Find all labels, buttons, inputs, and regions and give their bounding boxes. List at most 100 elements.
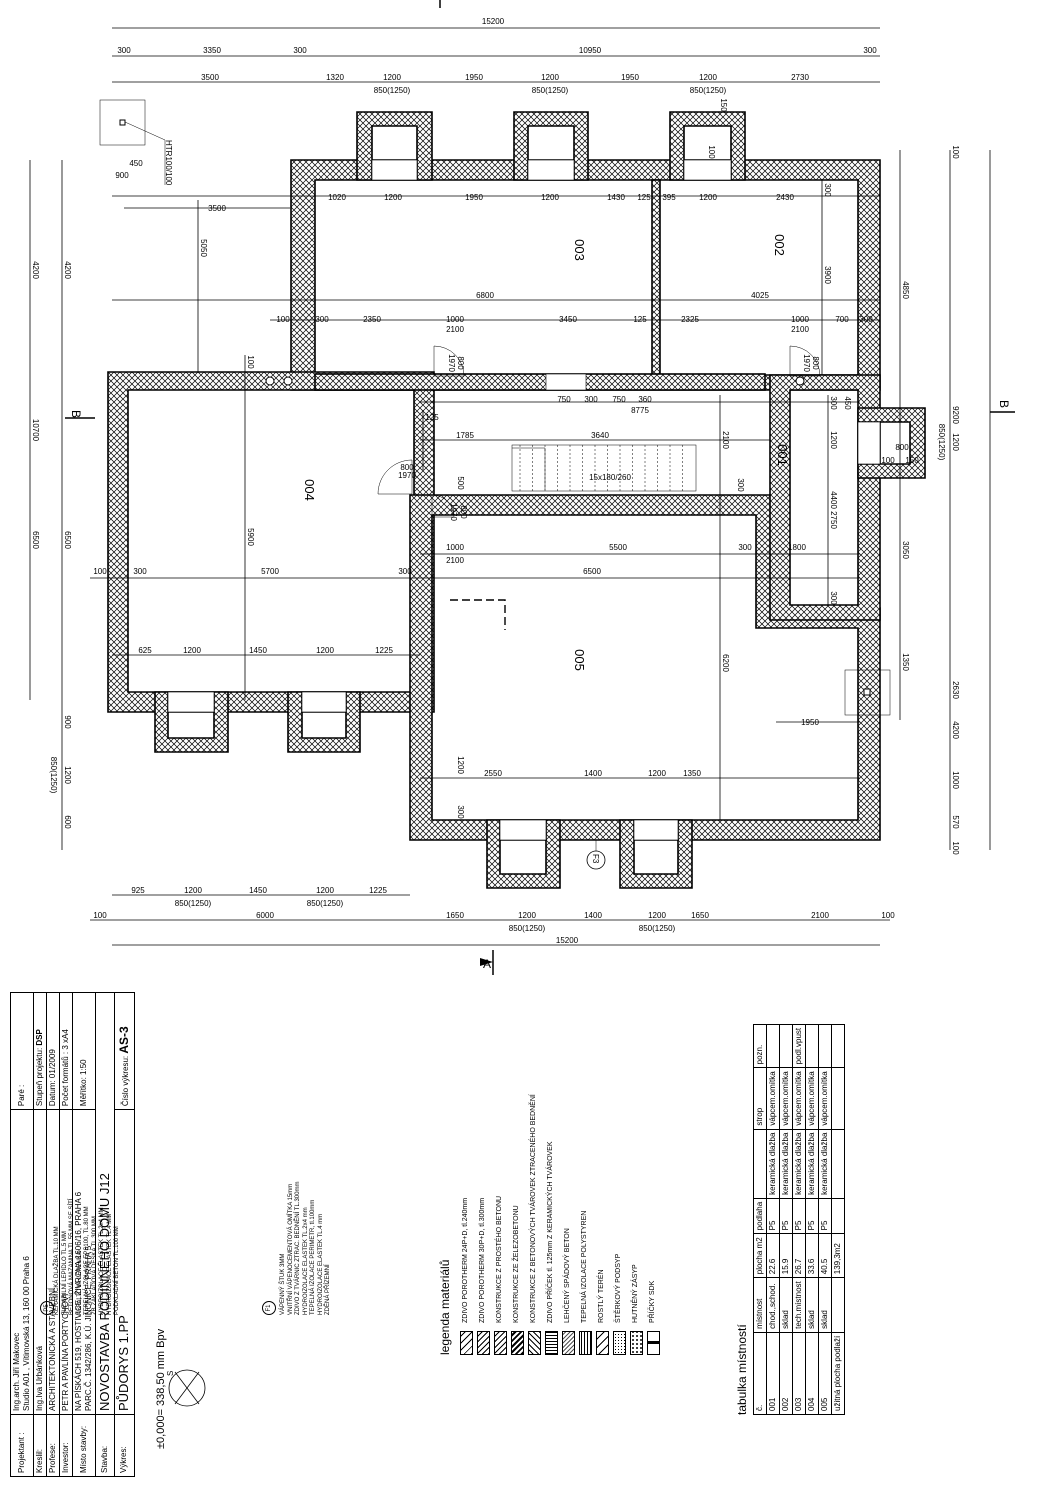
- north-arrow: S: [165, 1366, 209, 1410]
- dim-left-6500: 6500: [31, 531, 40, 549]
- dim-bottom2-win-0: 850(1250): [509, 924, 546, 933]
- dim-r004-0: 625: [138, 646, 152, 655]
- legend-item: ZDIVO PŘÍČEK tl. 125mm Z KERAMICKÝCH TVÁ…: [544, 1094, 558, 1355]
- dim-300-v1: 300: [823, 183, 832, 197]
- legend-swatch: [561, 1331, 575, 1355]
- dim-bottom1-4: 1225: [369, 886, 387, 895]
- dim-300-v5: 300: [456, 805, 465, 819]
- dim-bottom2-3: 1200: [518, 911, 536, 920]
- legend-swatch: [476, 1331, 490, 1355]
- dim-150-r: 150: [905, 456, 919, 465]
- section-b-right: B: [997, 400, 1011, 408]
- table-cell: 004: [805, 1332, 819, 1415]
- dim-stair-2: 750: [612, 395, 626, 404]
- room-labels: 003 002 004 001 005: [302, 234, 790, 671]
- dim-2630: 2630: [951, 681, 960, 699]
- dim-2100-b: 2100: [791, 325, 809, 334]
- dim-bottom1-win-1: 850(1250): [307, 899, 344, 908]
- dim-1000-r: 1000: [951, 771, 960, 789]
- dim-1200-r: 1200: [951, 433, 960, 451]
- misto-label: Místo stavby:: [72, 1414, 96, 1477]
- lightwell-left-2: [287, 691, 361, 753]
- dim-1200-v: 1200: [829, 431, 838, 449]
- dim-300-v4: 300: [736, 478, 745, 492]
- dim-2100-c: 2100: [446, 556, 464, 565]
- dim-window-r: 850(1250): [937, 424, 946, 461]
- dim-5500: 5500: [609, 543, 627, 552]
- table-cell: 33.6: [805, 1233, 819, 1278]
- legend-item: ROSTLÝ TERÉN: [595, 1094, 609, 1355]
- dim-row3-1: 300: [315, 315, 329, 324]
- wall-003-bottom: [314, 373, 766, 391]
- dim-300-a: 300: [133, 567, 147, 576]
- table-cell: [753, 1129, 767, 1199]
- investor-value: PETR A PAVLÍNA PORTYCHOVI: [59, 1109, 73, 1415]
- vykres-label: Výkres:: [114, 1414, 134, 1477]
- dim-2100-v: 2100: [721, 431, 730, 449]
- table-cell: místnost: [753, 1277, 767, 1333]
- dim-stair-0: 750: [557, 395, 571, 404]
- table-cell: 139,3m2: [831, 1233, 845, 1278]
- f1-line: HYDROIZOLACE ELASTEK TL.4 mm: [317, 1213, 324, 1315]
- dim-r003-7: 1200: [699, 193, 717, 202]
- table-cell: 26.7: [792, 1233, 806, 1278]
- dim-stair-3: 360: [638, 395, 652, 404]
- kreslil-value: Ing.Iva Urbánková: [33, 1109, 47, 1415]
- legend-swatch: [578, 1331, 592, 1355]
- dim-bottom-total: 15200: [556, 936, 579, 945]
- table-cell: vápcem.omítka: [792, 1067, 806, 1130]
- door-1970-d: 1970: [398, 471, 416, 480]
- table-cell: podl.vpust: [792, 1024, 806, 1068]
- projektant-name: Ing.arch. Jiří Makovec: [12, 1332, 21, 1411]
- legend-item: TEPELNÁ IZOLACE POLYSTYREN: [578, 1094, 592, 1355]
- misto-value: NA PÍSKÁCH 519, HOSTIVICE; ŽIVROVA 1606/…: [74, 1191, 83, 1411]
- table-cell: plocha m2: [753, 1233, 767, 1278]
- dim-1785: 1785: [456, 431, 474, 440]
- legend-label: KONSTRUKCE Z PROSTÉHO BETONU: [495, 1195, 503, 1323]
- table-cell: keramická dlažba: [766, 1129, 780, 1199]
- dim-r003-0: 1020: [328, 193, 346, 202]
- profese-label: Profese:: [46, 1414, 60, 1477]
- dim-bottom2-8: 100: [881, 911, 895, 920]
- table-cell: [831, 1198, 845, 1234]
- room-004-label: 004: [302, 479, 317, 501]
- dim-row3-7: 1000: [791, 315, 809, 324]
- legend-label: PŘÍČKY SDK: [648, 1280, 656, 1323]
- legend-item: ŠTĚRKOVÝ PODSYP: [612, 1094, 626, 1355]
- dim-9200: 9200: [951, 406, 960, 424]
- door-800-b: 800: [811, 356, 820, 370]
- dim-row3-8: 700: [835, 315, 849, 324]
- table-cell: vápcem.omítka: [779, 1067, 793, 1130]
- dim-row3-3: 1000: [446, 315, 464, 324]
- dim-window-2: 850(1250): [690, 86, 727, 95]
- dim-r003-5: 125: [637, 193, 651, 202]
- dim-row3-9: 300: [859, 315, 873, 324]
- f1-tag: F1: [262, 1301, 276, 1315]
- table-cell: vápcem.omítka: [766, 1067, 780, 1130]
- table-cell: [818, 1024, 832, 1068]
- dim-300-c: 300: [738, 543, 752, 552]
- dim-top-total: 15200: [482, 17, 505, 26]
- dim-window-0: 850(1250): [374, 86, 411, 95]
- door-800-a: 800: [456, 356, 465, 370]
- table-cell: 15.9: [779, 1233, 793, 1278]
- dim-bottom2-5: 1200: [648, 911, 666, 920]
- legend-item: KONSTRUKCE Z PROSTÉHO BETONU: [493, 1094, 507, 1355]
- wall-room-004: [107, 371, 435, 713]
- dim-r005-3: 1350: [683, 769, 701, 778]
- table-cell: keramická dlažba: [818, 1129, 832, 1199]
- table-cell: [766, 1024, 780, 1068]
- table-cell: [831, 1067, 845, 1130]
- dim-4025: 4025: [751, 291, 769, 300]
- table-cell: [831, 1129, 845, 1199]
- table-cell: [779, 1024, 793, 1068]
- legend-swatch: [493, 1331, 507, 1355]
- legend-item: KONSTRUKCE ZE ŽELEZOBETONU: [510, 1094, 524, 1355]
- table-cell: 003: [792, 1332, 806, 1415]
- table-cell: 22.6: [766, 1233, 780, 1278]
- dim-570-r: 570: [951, 815, 960, 829]
- legend-label: ZDIVO POROTHERM 30P+D, tl.300mm: [478, 1197, 486, 1323]
